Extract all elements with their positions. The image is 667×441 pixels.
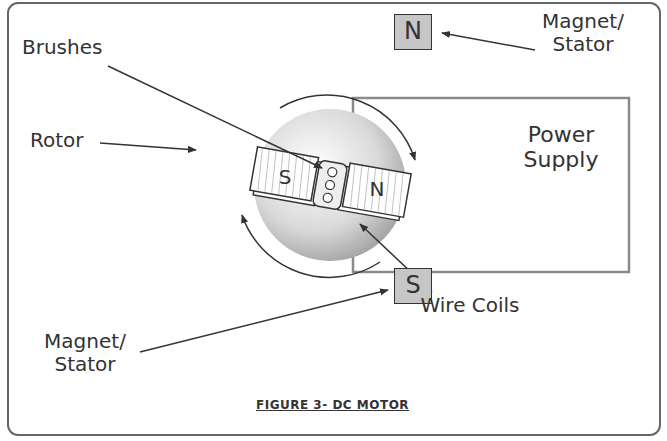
node-text: S [405,272,420,300]
part-label: Brushes [22,36,132,59]
figure-frame [8,3,660,435]
pole-letter: S [270,166,300,189]
rotation-arrow [280,95,415,160]
part-label: Wire Coils [420,294,520,317]
pole-letter: N [362,178,392,201]
leader-line [100,143,196,150]
part-label: Magnet/ Stator [528,10,638,56]
node-text: N [404,18,422,46]
leader-line [108,66,322,168]
node-text: Power Supply [501,122,621,173]
rotation-arrow [242,215,380,277]
leader-line [140,290,388,352]
leader-line [442,33,535,50]
magnet-box: N [394,14,432,50]
part-label: Rotor [30,129,100,152]
power-supply-box: Power Supply [353,98,629,272]
rotor-armature [249,147,411,221]
figure-caption: FIGURE 3- DC MOTOR [256,398,409,412]
part-label: Magnet/ Stator [30,330,140,376]
